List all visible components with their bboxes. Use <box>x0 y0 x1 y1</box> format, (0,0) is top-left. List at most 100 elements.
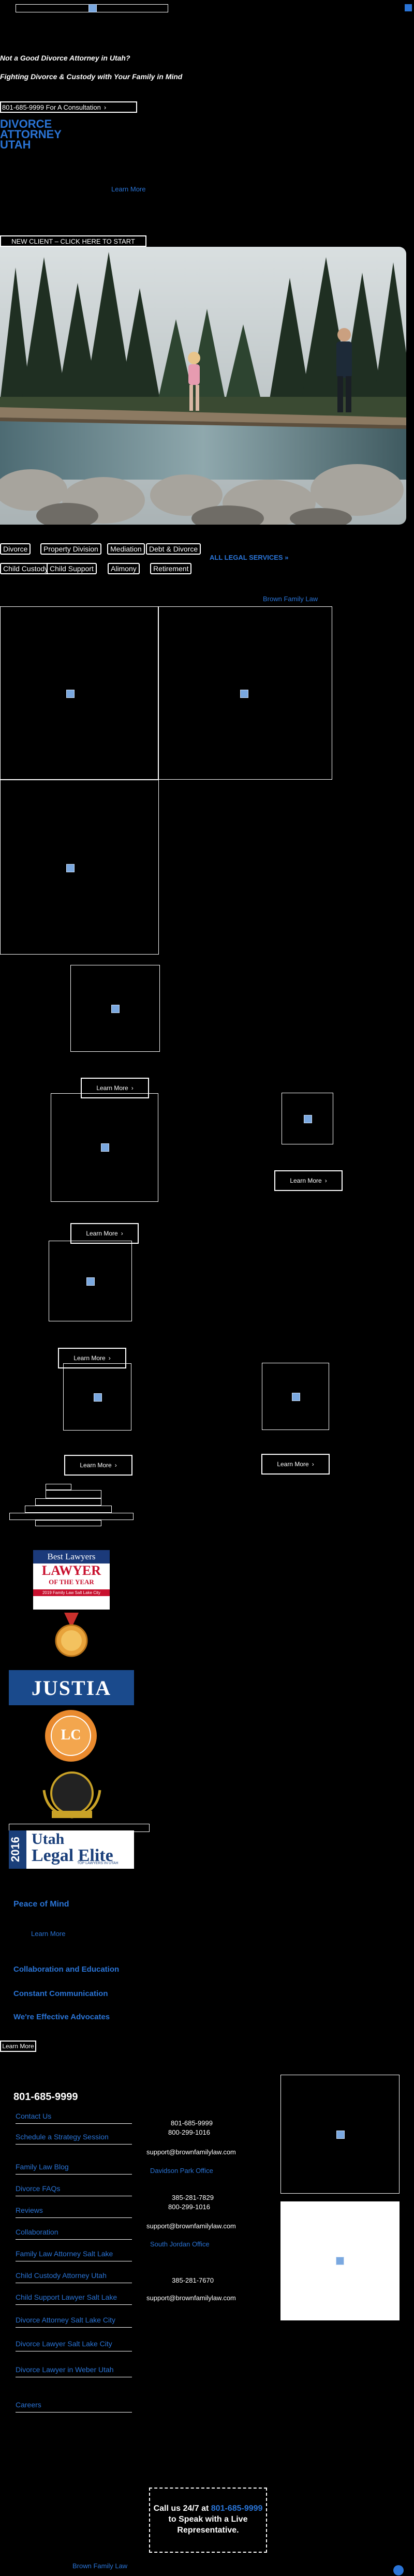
justia-label: JUSTIA <box>31 1676 112 1700</box>
learn-more-label: Learn More <box>80 1462 112 1469</box>
legal-elite-caption: TOP LAWYERS IN UTAH <box>77 1862 119 1865</box>
chevron-right-icon: › <box>108 1354 111 1362</box>
badge-frame-5 <box>9 1513 134 1520</box>
service-card-3[interactable] <box>0 780 159 955</box>
image-placeholder-icon <box>304 1115 312 1123</box>
badge-frame-2 <box>46 1490 101 1498</box>
tag-mediation[interactable]: Mediation <box>107 543 145 555</box>
tag-debt-divorce[interactable]: Debt & Divorce <box>146 543 201 555</box>
office3-email[interactable]: support@brownfamilylaw.com <box>146 2294 236 2302</box>
office1-phone[interactable]: 801-685-9999 <box>171 2119 213 2127</box>
badge-frame-1 <box>46 1484 71 1490</box>
advocates-heading: We're Effective Advocates <box>13 2013 110 2021</box>
all-legal-services-link[interactable]: ALL LEGAL SERVICES » <box>210 554 289 561</box>
best-lawyers-award: LAWYER <box>41 1563 101 1578</box>
logo-line-3: UTAH <box>0 138 31 151</box>
values-learn-more-button[interactable]: Learn More <box>0 2041 36 2052</box>
menu-icon[interactable] <box>405 4 412 11</box>
footer-brown-family-law-link[interactable]: Brown Family Law <box>72 2562 128 2570</box>
footer-menu-strategy-session[interactable]: Schedule a Strategy Session <box>16 2133 132 2145</box>
feature-card-1 <box>70 965 160 1052</box>
image-placeholder-icon <box>336 2131 345 2139</box>
site-logo[interactable]: DIVORCE ATTORNEY UTAH <box>0 118 62 151</box>
footer-menu-collaboration[interactable]: Collaboration <box>16 2228 132 2240</box>
footer-menu-child-custody[interactable]: Child Custody Attorney Utah <box>16 2271 132 2283</box>
communication-heading: Constant Communication <box>13 1989 108 1998</box>
chevron-right-icon: › <box>121 1230 123 1237</box>
learn-more-label: Learn More <box>96 1084 128 1092</box>
footer-menu-blog[interactable]: Family Law Blog <box>16 2163 132 2175</box>
footer-menu-family-law-attorney[interactable]: Family Law Attorney Salt Lake <box>16 2250 132 2261</box>
office-map-1[interactable] <box>280 2075 400 2194</box>
feature-card-4 <box>49 1241 132 1321</box>
phone-consultation-label: 801-685-9999 For A Consultation <box>2 103 101 111</box>
peace-of-mind-heading: Peace of Mind <box>13 1900 69 1909</box>
office3-phone[interactable]: 385-281-7670 <box>172 2276 214 2284</box>
footer-phone-heading: 801-685-9999 <box>13 2091 78 2103</box>
learn-more-button-1[interactable]: Learn More› <box>81 1078 149 1098</box>
office2-link[interactable]: South Jordan Office <box>150 2240 210 2248</box>
tag-retirement[interactable]: Retirement <box>150 563 192 574</box>
office1-email[interactable]: support@brownfamilylaw.com <box>146 2148 236 2156</box>
best-lawyers-badge: Best Lawyers LAWYER OF THE YEAR 2019 Fam… <box>33 1550 110 1610</box>
learn-more-label: Learn More <box>86 1230 118 1237</box>
justia-badge: JUSTIA <box>9 1670 134 1705</box>
image-placeholder-icon <box>240 690 248 698</box>
peace-of-mind-link[interactable]: Learn More <box>31 1930 66 1938</box>
image-placeholder-icon <box>66 690 75 698</box>
new-client-button[interactable]: NEW CLIENT – CLICK HERE TO START <box>0 235 146 247</box>
top-search-bar[interactable] <box>16 4 168 12</box>
badge-frame-4 <box>25 1506 112 1513</box>
tag-divorce[interactable]: Divorce <box>0 543 31 555</box>
service-card-2[interactable] <box>158 606 332 780</box>
learn-more-button-4[interactable]: Learn More› <box>58 1348 126 1368</box>
call-us-line1: Call us 24/7 at <box>153 2504 209 2513</box>
footer-menu-divorce-attorney-slc[interactable]: Divorce Attorney Salt Lake City <box>16 2316 132 2328</box>
footer-menu-reviews[interactable]: Reviews <box>16 2206 132 2218</box>
tag-property-division[interactable]: Property Division <box>40 543 101 555</box>
learn-more-button-2[interactable]: Learn More› <box>274 1170 343 1191</box>
footer-menu-divorce-lawyer-weber[interactable]: Divorce Lawyer in Weber Utah <box>16 2365 132 2377</box>
service-card-1[interactable] <box>0 606 159 780</box>
phone-consultation-button[interactable]: 801-685-9999 For A Consultation › <box>0 101 137 113</box>
learn-more-button-5[interactable]: Learn More› <box>64 1455 132 1476</box>
office2-phone[interactable]: 385-281-7829 <box>172 2194 214 2201</box>
footer-menu-careers[interactable]: Careers <box>16 2401 132 2413</box>
office1-fax: 800-299-1016 <box>168 2128 210 2136</box>
office2-email[interactable]: support@brownfamilylaw.com <box>146 2222 236 2230</box>
image-placeholder-icon <box>111 1005 120 1013</box>
feature-card-2 <box>51 1093 158 1202</box>
legal-elite-title: Utah <box>32 1830 65 1848</box>
footer-menu-divorce-faqs[interactable]: Divorce FAQs <box>16 2184 132 2196</box>
footer-menu-divorce-lawyer-slc[interactable]: Divorce Lawyer Salt Lake City <box>16 2340 132 2351</box>
learn-more-label: Learn More <box>73 1354 106 1362</box>
learn-more-button-3[interactable]: Learn More› <box>70 1223 139 1244</box>
chevron-right-icon: › <box>312 1461 314 1468</box>
office1-link[interactable]: Davidson Park Office <box>150 2167 213 2175</box>
legal-elite-subtitle: Legal Elite <box>32 1846 113 1865</box>
chevron-right-icon: › <box>103 103 107 111</box>
tagline-secondary: Fighting Divorce & Custody with Your Fam… <box>0 72 183 81</box>
tag-child-custody[interactable]: Child Custody <box>0 563 52 574</box>
image-placeholder-icon <box>292 1393 300 1401</box>
footer-menu-child-support[interactable]: Child Support Lawyer Salt Lake <box>16 2293 132 2305</box>
tag-alimony[interactable]: Alimony <box>108 563 140 574</box>
footer-menu-contact-us[interactable]: Contact Us <box>16 2112 132 2124</box>
search-icon[interactable] <box>88 4 97 12</box>
social-icon[interactable] <box>393 2565 404 2575</box>
best-lawyers-title: Best Lawyers <box>33 1550 110 1564</box>
tag-child-support[interactable]: Child Support <box>47 563 97 574</box>
image-placeholder-icon <box>66 864 75 872</box>
brown-family-law-link[interactable]: Brown Family Law <box>263 595 318 603</box>
chevron-right-icon: › <box>324 1177 327 1184</box>
office-map-2[interactable] <box>280 2201 400 2320</box>
image-placeholder-icon <box>86 1277 95 1286</box>
collaboration-heading: Collaboration and Education <box>13 1965 120 1974</box>
call-us-phone[interactable]: 801-685-9999 <box>211 2504 263 2513</box>
learn-more-label: Learn More <box>290 1177 322 1184</box>
call-us-box[interactable]: Call us 24/7 at 801-685-9999 to Speak wi… <box>149 2488 267 2553</box>
learn-more-button-6[interactable]: Learn More› <box>261 1454 330 1475</box>
hero-photo <box>0 247 406 525</box>
header-learn-more-link[interactable]: Learn More <box>111 185 146 193</box>
learn-more-label: Learn More <box>277 1461 309 1468</box>
